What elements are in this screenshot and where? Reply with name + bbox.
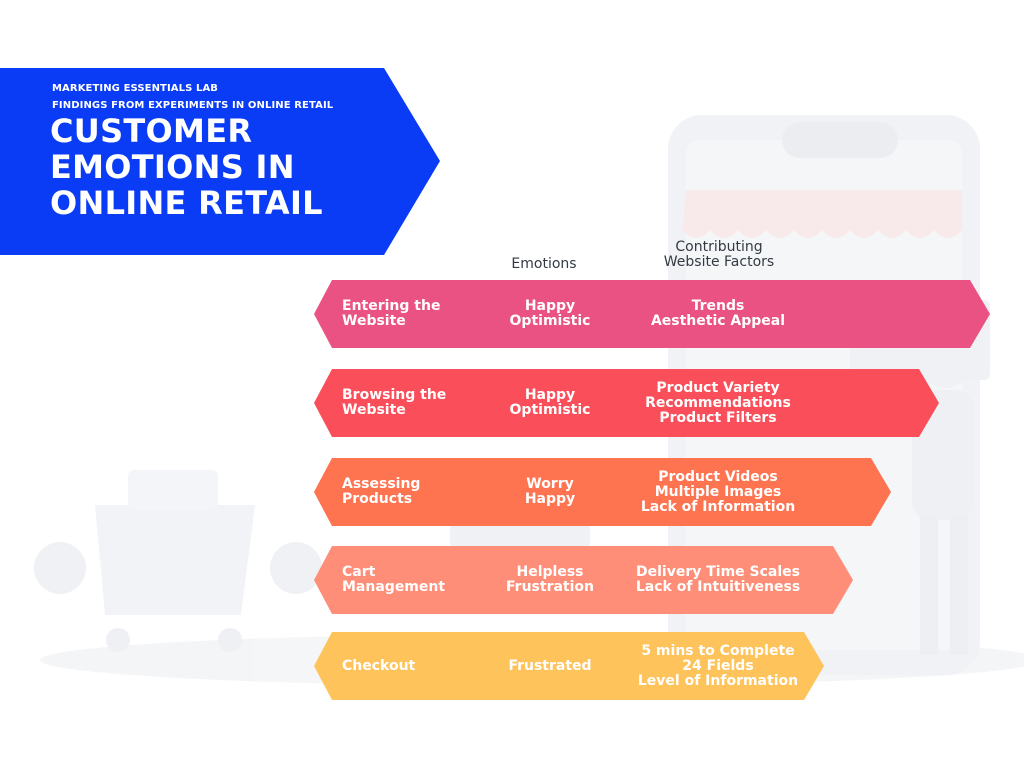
stage-factors: Delivery Time Scales Lack of Intuitivene…	[635, 564, 801, 595]
stage-row-browsing: Browsing the Website Happy Optimistic Pr…	[314, 369, 939, 437]
stage-row-cart: Cart Management Helpless Frustration Del…	[314, 546, 853, 614]
stage-emotions: Happy Optimistic	[509, 298, 591, 329]
stage-row-assessing: Assessing Products Worry Happy Product V…	[314, 458, 891, 526]
row-arrow-shape	[314, 632, 824, 700]
column-header-emotions: Emotions	[511, 256, 577, 272]
column-header-factors: Contributing Website Factors	[663, 239, 775, 270]
stage-label: Checkout	[342, 657, 416, 674]
page-title: CUSTOMER EMOTIONS IN ONLINE RETAIL	[50, 112, 323, 222]
stage-emotions: Worry Happy	[524, 476, 576, 507]
row-fill	[314, 632, 824, 700]
row-fill	[314, 546, 853, 614]
kicker-subtitle: FINDINGS FROM EXPERIMENTS IN ONLINE RETA…	[52, 100, 334, 111]
stage-label: Assessing Products	[342, 476, 421, 507]
stage-row-entering: Entering the Website Happy Optimistic Tr…	[314, 280, 990, 348]
stage-factors: Product Variety Recommendations Product …	[645, 379, 791, 426]
stage-label: Entering the Website	[342, 298, 441, 329]
stage-factors: Product Videos Multiple Images Lack of I…	[640, 468, 796, 515]
row-arrow-shape	[314, 280, 990, 348]
stage-factors: Trends Aesthetic Appeal	[650, 298, 786, 329]
stage-emotions: Helpless Frustration	[506, 564, 594, 595]
stage-label: Browsing the Website	[342, 387, 447, 418]
stage-label: Cart Management	[342, 564, 446, 595]
stage-emotions: Frustrated	[508, 657, 592, 674]
stage-emotions: Happy Optimistic	[509, 387, 591, 418]
row-fill	[314, 280, 990, 348]
row-fill	[314, 369, 939, 437]
row-arrow-shape	[314, 369, 939, 437]
title-banner: MARKETING ESSENTIALS LAB FINDINGS FROM E…	[0, 68, 440, 255]
row-fill	[314, 458, 891, 526]
row-arrow-shape	[314, 458, 891, 526]
stage-row-checkout: Checkout Frustrated 5 mins to Complete 2…	[314, 632, 824, 700]
row-arrow-shape	[314, 546, 853, 614]
stage-factors: 5 mins to Complete 24 Fields Level of In…	[637, 642, 799, 689]
kicker-lab-name: MARKETING ESSENTIALS LAB	[52, 83, 219, 94]
